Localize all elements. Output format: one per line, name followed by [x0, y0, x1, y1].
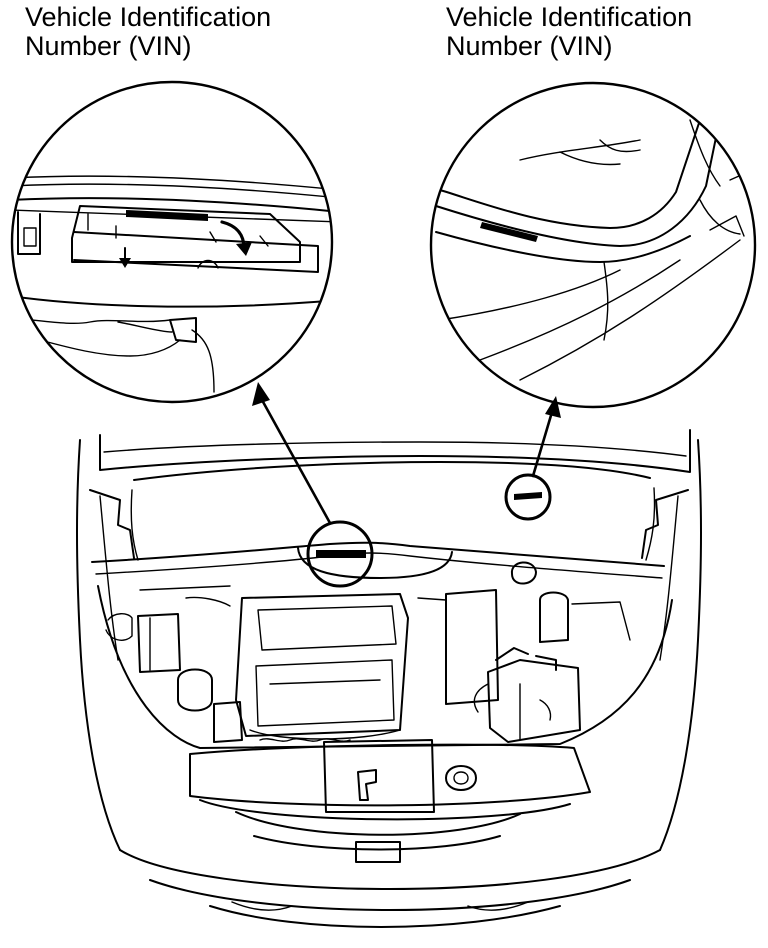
vin-label-right: Vehicle Identification Number (VIN)	[446, 3, 692, 61]
vin-label-right-line1: Vehicle Identification	[446, 2, 693, 32]
vin-label-left: Vehicle Identification Number (VIN)	[25, 3, 271, 61]
detail-circle-left	[10, 80, 334, 404]
vin-marker-cowl	[306, 520, 374, 588]
vin-label-left-line1: Vehicle Identification	[25, 2, 272, 32]
vehicle-front-view	[76, 429, 702, 928]
leader-arrow-right	[531, 396, 561, 478]
leader-arrow-left	[252, 382, 332, 525]
vin-marker-windshield	[504, 473, 552, 521]
detail-circle-right	[429, 81, 757, 409]
vin-label-right-line2: Number (VIN)	[446, 31, 613, 61]
vin-label-left-line2: Number (VIN)	[25, 31, 192, 61]
